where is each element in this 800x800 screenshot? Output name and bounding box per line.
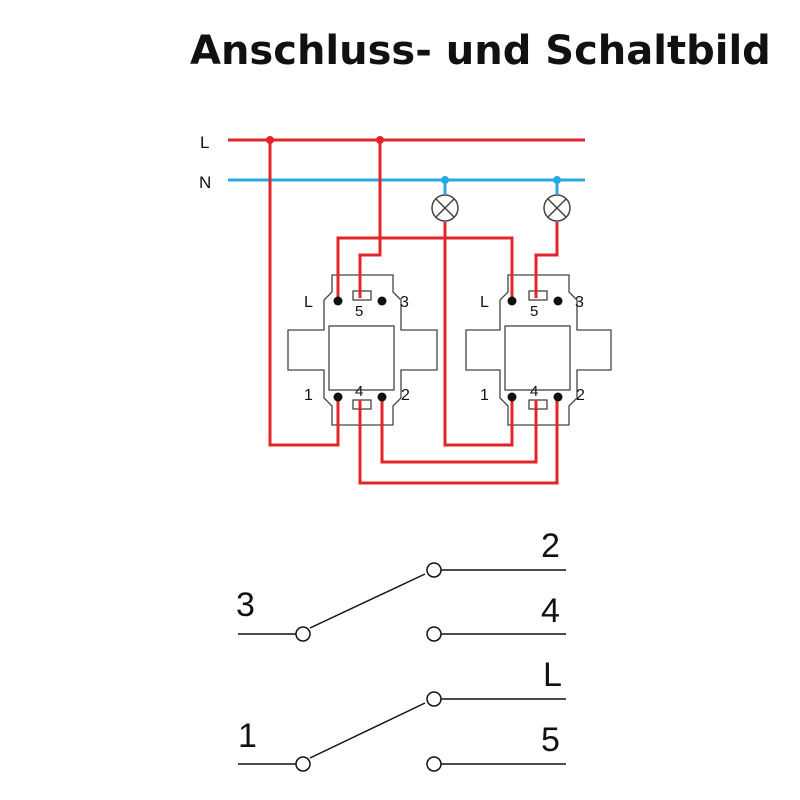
terminal-dots [333,296,563,402]
terminal-bracket [352,290,372,301]
schematic-label-3: 3 [236,586,255,624]
wire-switch1-L-to-switch2-L [336,236,514,298]
wire-L-to-switch1-terminal1 [268,140,340,447]
terminal-label: 4 [355,383,363,400]
phase-rail-label: L [200,133,209,152]
lamp-1 [431,194,459,222]
schematic-label-1: 1 [238,717,257,755]
switch-rocker-left [328,325,395,391]
terminal-bracket [528,290,548,301]
schematic-label-5: 5 [541,721,560,759]
switch-housing-left [287,274,438,426]
neutral-junction [553,176,561,184]
terminal-label: 5 [355,303,363,320]
schematic-lever-lower [309,702,426,759]
wire-lamp1-to-switch2-terminal1 [443,222,514,447]
terminal-bracket [528,399,548,410]
terminal-label: 3 [575,294,584,311]
page-title: Anschluss- und Schaltbild [190,28,771,74]
wire-L-to-switch1-terminal5 [358,140,382,298]
neutral-junction [441,176,449,184]
terminal-label: 4 [530,383,538,400]
switch-housing-right [465,274,612,426]
phase-wires [228,138,585,485]
switch-rocker-right [504,325,571,391]
schematic-label-4: 4 [541,592,560,630]
wire-lamp2-to-switch2-terminal5 [534,222,559,298]
lamp-2 [543,194,571,222]
neutral-wires [228,178,585,194]
neutral-rail-label: N [199,173,211,192]
terminal-bracket [352,399,372,410]
terminal-label: 2 [401,387,410,404]
terminal-label: 1 [480,387,489,404]
phase-junction [266,136,274,144]
switch-housings [287,274,612,426]
schematic-label-L: L [543,656,562,694]
terminal-label: 2 [576,387,585,404]
wire-switch1-4-to-switch2-2 [358,400,559,485]
switch-schematic [238,562,566,772]
wire-switch1-2-to-switch2-4 [380,400,538,464]
terminal-label: L [304,294,313,311]
terminal-label: 5 [530,303,538,320]
terminal-label: 3 [400,294,409,311]
terminal-label: 1 [304,387,313,404]
terminal-label: L [480,294,489,311]
schematic-lever-upper [309,573,426,629]
schematic-label-2: 2 [541,527,560,565]
phase-junction [376,136,384,144]
